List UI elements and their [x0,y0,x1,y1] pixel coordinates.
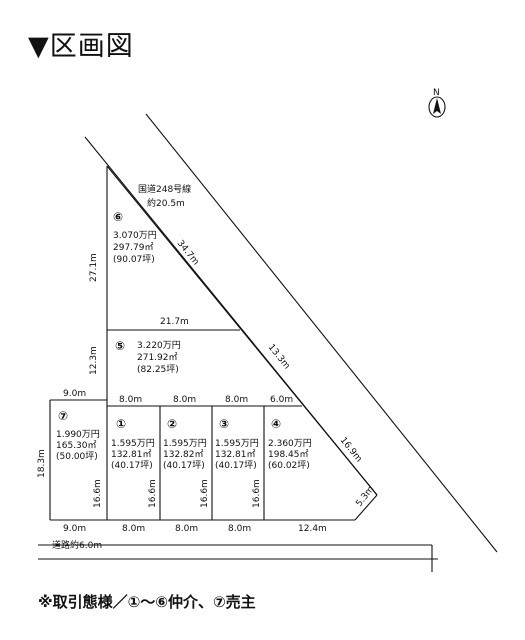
lot-area: 165.30㎡ [56,440,97,451]
lot-6: ⑥ 3.070万円 297.79㎡ (90.07坪) [113,210,157,265]
lot-4: ④ 2.360万円 198.45㎡ (60.02坪) [268,417,312,471]
lot-price: 1.595万円 [215,438,259,449]
lot-area: 132.82㎡ [163,449,204,460]
lot-number: ② [167,417,177,431]
front-road-width: 道路約6.0m [52,539,102,551]
dim-13-3: 13.3m [266,343,292,372]
dim-16-6-c: 16.6m [200,479,210,508]
lot-tsubo: (90.07坪) [113,254,155,265]
lot-price: 2.360万円 [268,438,312,449]
lot-price: 3.220万円 [137,340,181,351]
lot-price: 1.595万円 [163,438,207,449]
dim-8-bot-2: 8.0m [175,524,198,534]
dim-12-4: 12.4m [298,524,327,534]
dim-8-top-2: 8.0m [173,395,196,405]
dim-16-9: 16.9m [338,436,364,465]
dim-18-3: 18.3m [37,449,47,478]
dim-8-bot-1: 8.0m [122,524,145,534]
lot-tsubo: (40.17坪) [215,460,257,471]
national-road-width: 約20.5m [147,197,185,209]
lot-tsubo: (40.17坪) [163,460,205,471]
lot-7: ⑦ 1.990万円 165.30㎡ (50.00坪) [56,409,100,462]
dim-21-7: 21.7m [160,317,189,327]
dim-9-bot: 9.0m [63,524,86,534]
dim-8-top-3: 8.0m [225,395,248,405]
dim-8-bot-3: 8.0m [228,524,251,534]
dim-9-top: 9.0m [63,389,86,399]
dim-12-3: 12.3m [89,346,99,375]
transaction-note: ※取引態様／①～⑥仲介、⑦売主 [38,593,256,611]
dim-16-6-b: 16.6m [148,479,158,508]
lot-tsubo: (60.02坪) [268,460,310,471]
lot-price: 1.595万円 [111,438,155,449]
page-title: ▼区画図 [28,31,134,62]
lot-3: ③ 1.595万円 132.81㎡ (40.17坪) [215,417,259,471]
compass-letter: N [433,88,440,98]
lot-price: 3.070万円 [113,230,157,241]
lot-tsubo: (50.00坪) [56,451,98,462]
lot-number: ⑦ [58,409,68,423]
dim-16-6-a: 16.6m [93,479,103,508]
dim-8-top-1: 8.0m [119,395,142,405]
lot-1: ① 1.595万円 132.81㎡ (40.17坪) [111,417,155,471]
dim-27-1: 27.1m [89,253,99,282]
lot-tsubo: (40.17坪) [111,460,153,471]
lot-price: 1.990万円 [56,429,100,440]
lot-2: ② 1.595万円 132.82㎡ (40.17坪) [163,417,207,471]
lot-boundaries [49,165,378,521]
national-road-name: 国道248号線 [138,183,191,195]
lot-area: 271.92㎡ [137,352,178,363]
lot-5: ⑤ 3.220万円 271.92㎡ (82.25坪) [115,339,181,375]
lot-number: ④ [271,417,281,431]
dim-6-top: 6.0m [270,395,293,405]
lot-area: 132.81㎡ [111,449,152,460]
lot-area: 198.45㎡ [268,449,309,460]
lot-tsubo: (82.25坪) [137,364,179,375]
lot-area: 132.81㎡ [215,449,256,460]
lot-number: ⑥ [113,210,123,224]
lot-number: ① [116,417,126,431]
north-compass-icon: N [428,88,446,118]
road-edge-line [145,113,498,553]
lot-area: 297.79㎡ [113,242,154,253]
lot-number: ③ [219,417,229,431]
dim-16-6-d: 16.6m [252,479,262,508]
dim-5-3: 5.3m [354,484,376,508]
lot-number: ⑤ [115,339,125,353]
